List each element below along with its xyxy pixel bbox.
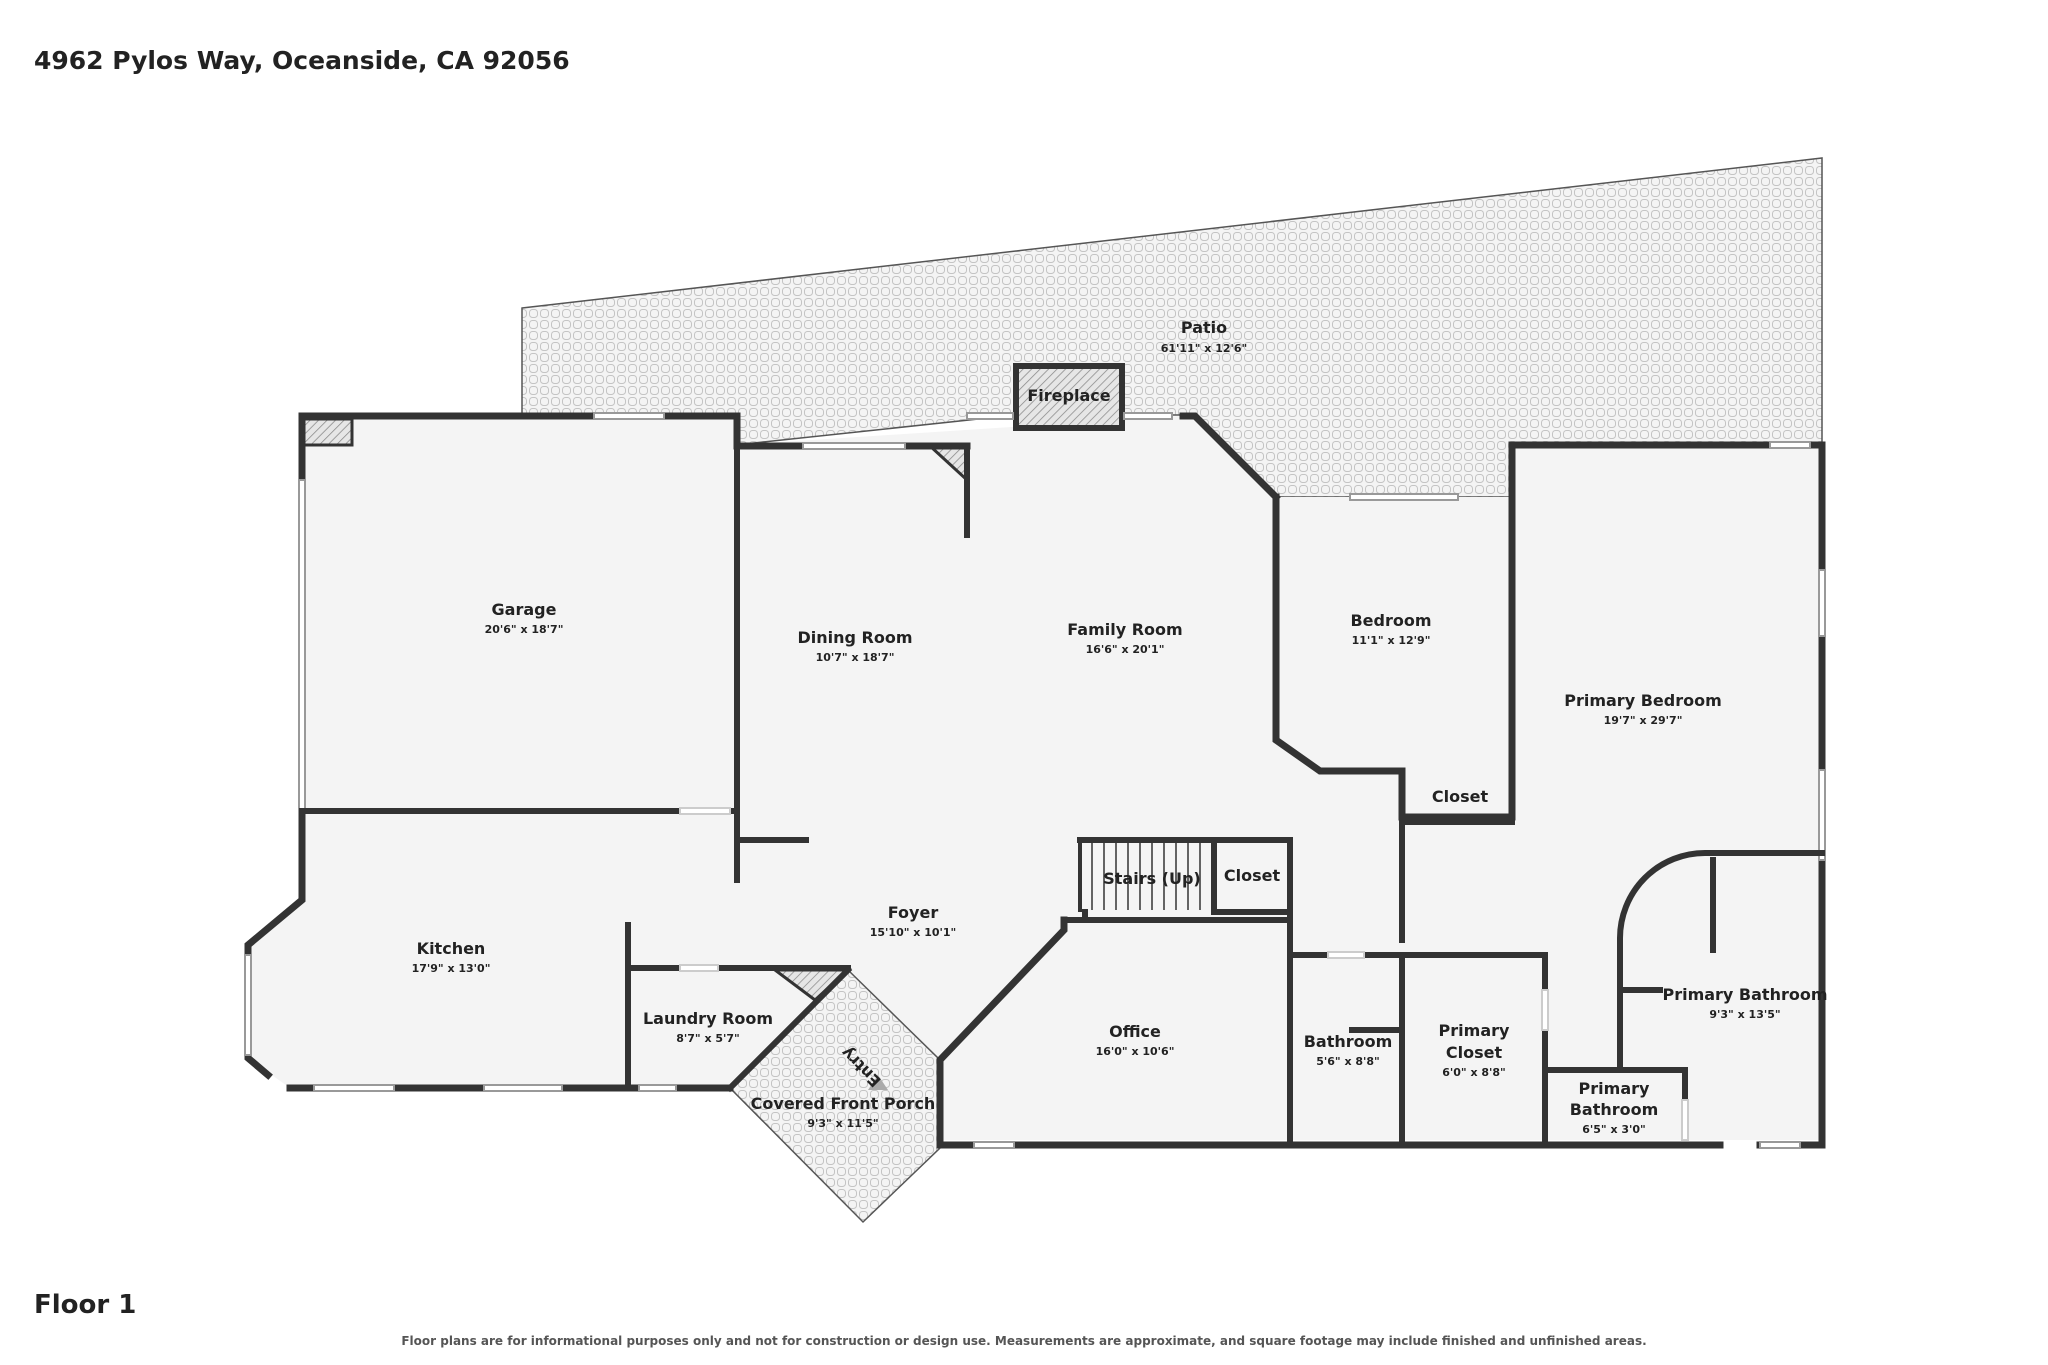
- primary-bath-large-name: Primary Bathroom: [1662, 985, 1827, 1004]
- door-openings: [679, 807, 1689, 1141]
- primary-bedroom-name: Primary Bedroom: [1564, 691, 1722, 710]
- bedroom-dims: 11'1" x 12'9": [1352, 634, 1431, 647]
- porch-dims: 9'3" x 11'5": [807, 1117, 878, 1130]
- primary-bath-small-dims: 6'5" x 3'0": [1582, 1123, 1646, 1136]
- garage-dims: 20'6" x 18'7": [485, 623, 564, 636]
- bathroom-dims: 5'6" x 8'8": [1316, 1055, 1380, 1068]
- office-dims: 16'0" x 10'6": [1096, 1045, 1175, 1058]
- dining-dims: 10'7" x 18'7": [816, 651, 895, 664]
- garage-name: Garage: [492, 600, 557, 619]
- stairs-name: Stairs (Up): [1103, 869, 1201, 888]
- interior-walls: [299, 442, 1825, 1148]
- primary-closet-dims: 6'0" x 8'8": [1442, 1066, 1506, 1079]
- fireplace-name: Fireplace: [1027, 386, 1110, 405]
- stairs: [1078, 838, 1214, 912]
- primary-bath-small-name-2: Bathroom: [1570, 1100, 1659, 1119]
- dining-name: Dining Room: [797, 628, 912, 647]
- interior-floor: [248, 415, 1822, 1140]
- primary-bath-small-name-1: Primary: [1579, 1079, 1650, 1098]
- bedroom-name: Bedroom: [1350, 611, 1431, 630]
- office-name: Office: [1109, 1022, 1161, 1041]
- family-name: Family Room: [1067, 620, 1182, 639]
- patio-dims: 61'11" x 12'6": [1161, 342, 1248, 355]
- kitchen-name: Kitchen: [417, 939, 486, 958]
- laundry-name: Laundry Room: [643, 1009, 773, 1028]
- bathroom-name: Bathroom: [1304, 1032, 1393, 1051]
- windows: [244, 412, 1826, 1149]
- fireplace-box: [1013, 363, 1125, 431]
- laundry-dims: 8'7" x 5'7": [676, 1032, 740, 1045]
- foyer-dims: 15'10" x 10'1": [870, 926, 957, 939]
- primary-bath-large-dims: 9'3" x 13'5": [1709, 1008, 1780, 1021]
- patio-name: Patio: [1181, 318, 1227, 337]
- entry-arrow-icon: [868, 1075, 888, 1090]
- chase-garage: [302, 417, 354, 447]
- primary-closet-name-2: Closet: [1446, 1043, 1503, 1062]
- primary-bedroom-dims: 19'7" x 29'7": [1604, 714, 1683, 727]
- family-dims: 16'6" x 20'1": [1086, 643, 1165, 656]
- primary-closet-name-1: Primary: [1439, 1021, 1510, 1040]
- foyer-name: Foyer: [888, 903, 939, 922]
- floor-label: Floor 1: [34, 1290, 137, 1320]
- property-address: 4962 Pylos Way, Oceanside, CA 92056: [34, 46, 570, 75]
- kitchen-dims: 17'9" x 13'0": [412, 962, 491, 975]
- closet-a-name: Closet: [1432, 787, 1489, 806]
- closet-b-name: Closet: [1224, 866, 1281, 885]
- disclaimer-text: Floor plans are for informational purpos…: [401, 1334, 1647, 1348]
- porch-name: Covered Front Porch: [751, 1094, 936, 1113]
